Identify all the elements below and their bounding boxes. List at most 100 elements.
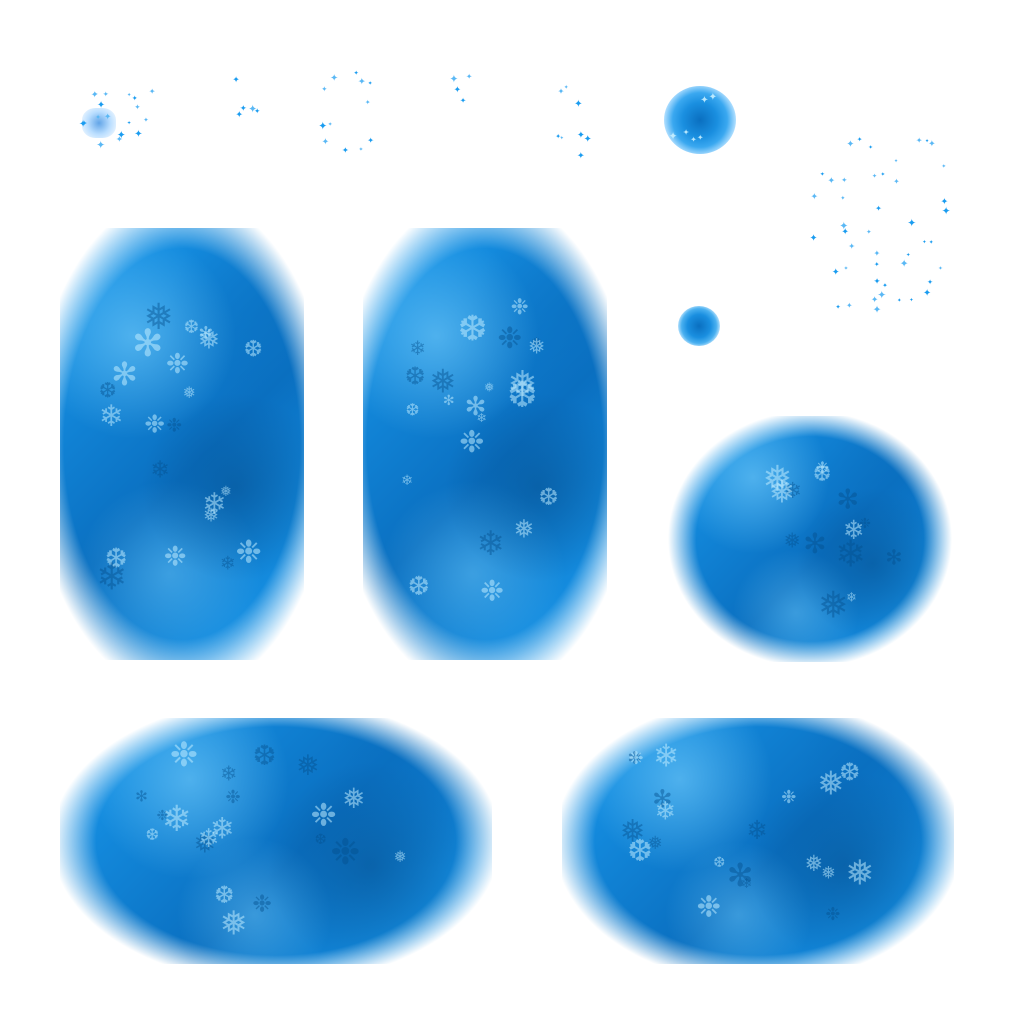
sparkle-icon: ✦ [353, 70, 359, 78]
sparkle-icon: ✦ [367, 136, 374, 146]
frost-texture [363, 228, 607, 660]
sparkle-icon: ✦ [871, 173, 878, 181]
sparkle-icon: ✦ [873, 276, 881, 287]
sparkle-icon: ✦ [907, 216, 917, 230]
sparkle-icon: ✦ [357, 76, 366, 88]
sparkle-icon: ✦ [576, 129, 585, 141]
sparkle-icon: ✦ [839, 219, 849, 233]
sparkle-icon: ✦ [116, 128, 126, 142]
sparkle-icon: ✦ [318, 120, 328, 134]
sparkle-icon: ✦ [899, 257, 909, 270]
small-glow-orb-sprite: ✦✦✦✦✦✦ [660, 84, 740, 156]
sparkle-icon: ✦ [115, 133, 123, 144]
sparkle-icon: ✦ [870, 295, 879, 306]
sparkle-icon: ✦ [126, 120, 132, 127]
sparkle-icon: ✦ [848, 240, 856, 251]
sparkle-icon: ✦ [583, 134, 592, 146]
sparkle-scatter-sprite-4: ✦✦✦✦✦✦✦✦ [550, 68, 600, 168]
sparkle-icon: ✦ [893, 158, 899, 165]
sparkle-icon: ✦ [131, 93, 138, 103]
frost-tile-rect-2: ❅❄❆❅❄❄❆✻❄✻❆❆❉❉❆❅❉❉❅❆❅❅ [363, 228, 607, 660]
sparkle-icon: ✦ [877, 289, 887, 303]
sparkle-icon: ✦ [466, 72, 473, 82]
sparkle-burst-core [82, 108, 116, 138]
sparkle-icon: ✦ [126, 92, 132, 99]
sparkle-icon: ✦ [928, 240, 934, 247]
sparkle-icon: ✦ [232, 75, 240, 86]
sparkle-scatter-glints-2: ✦✦✦✦✦✦✦✦✦✦✦✦ [310, 66, 390, 166]
sparkle-icon: ✦ [559, 135, 564, 142]
sparkle-icon: ✦ [364, 99, 371, 108]
sparkle-scatter-glints-1: ✦✦✦✦✦ [232, 70, 262, 130]
sparkle-icon: ✦ [358, 147, 364, 154]
frost-texture [60, 718, 492, 964]
sparkle-icon: ✦ [926, 277, 934, 287]
sparkle-scatter-sprite-2: ✦✦✦✦✦✦✦✦✦✦✦✦ [310, 66, 390, 166]
sparkle-icon: ✦ [321, 137, 330, 148]
frost-texture [562, 718, 954, 964]
frost-tile-wide-2: ❆❅❄❅❄✻❉❅❅❆❅❉❅❄✻❉✻❆❉❄ [562, 718, 954, 964]
sparkle-icon: ✦ [941, 204, 951, 218]
sparkle-icon: ✦ [576, 151, 585, 162]
sparkle-scatter-glints-3: ✦✦✦✦ [446, 70, 476, 120]
sparkle-icon: ✦ [938, 266, 943, 273]
sparkle-icon: ✦ [831, 266, 840, 278]
sparkle-icon: ✦ [248, 102, 258, 116]
sparkle-icon: ✦ [134, 102, 141, 112]
sparkle-icon: ✦ [868, 144, 873, 151]
sparkle-icon: ✦ [90, 90, 99, 101]
sparkle-icon: ✦ [882, 281, 888, 290]
sparkle-icon: ✦ [827, 176, 836, 187]
sparkle-icon: ✦ [841, 227, 849, 238]
sparkle-icon: ✦ [922, 239, 927, 246]
sparkle-icon: ✦ [840, 194, 846, 202]
sparkle-icon: ✦ [819, 171, 825, 178]
sparkle-icon: ✦ [563, 85, 569, 92]
sparkle-icon: ✦ [453, 85, 462, 96]
frost-tile-circle: ❉❅❄❄❄❅❅❉❄❅✻✻❆✻ [668, 416, 952, 662]
sparkle-icon: ✦ [148, 87, 156, 97]
tiny-glow-orb-sprite [676, 304, 722, 348]
sparkle-icon: ✦ [327, 122, 333, 129]
sparkle-icon: ✦ [143, 115, 149, 124]
sparkle-scatter-sprite-1: ✦✦✦✦✦ [232, 70, 262, 130]
sparkle-icon: ✦ [810, 191, 819, 203]
sparkle-icon: ✦ [235, 108, 244, 120]
sparkle-icon: ✦ [873, 247, 881, 258]
frost-texture [668, 416, 952, 662]
sparkle-icon: ✦ [449, 72, 459, 86]
small-glow-orb [664, 86, 736, 154]
sparkle-icon: ✦ [341, 144, 349, 155]
frost-tile-wide-1: ❄❉❉❅❆❅❆❆❄❉❉❅❅✻❄❉❄❆❉❅ [60, 718, 492, 964]
sparkle-icon: ✦ [906, 251, 911, 258]
sparkle-icon: ✦ [893, 176, 900, 186]
sparkle-cluster-glints: ✦✦✦✦✦✦✦✦✦✦✦✦✦✦✦✦✦✦✦✦✦✦✦✦✦✦✦✦✦✦✦✦✦✦✦✦✦✦✦✦… [800, 120, 960, 330]
sparkle-cluster-sprite: ✦✦✦✦✦✦✦✦✦✦✦✦✦✦✦✦✦✦✦✦✦✦✦✦✦✦✦✦✦✦✦✦✦✦✦✦✦✦✦✦… [800, 120, 960, 330]
sparkle-icon: ✦ [846, 139, 855, 151]
sparkle-icon: ✦ [846, 301, 853, 311]
sparkle-icon: ✦ [941, 164, 947, 171]
sparkle-icon: ✦ [93, 91, 98, 98]
sparkle-icon: ✦ [896, 298, 902, 305]
sparkle-burst-sprite: ✦✦✦✦✦✦✦✦✦✦✦✦✦✦✦✦✦✦ [70, 78, 160, 158]
sparkle-icon: ✦ [555, 133, 561, 142]
sparkle-icon: ✦ [809, 232, 818, 244]
sparkle-icon: ✦ [922, 287, 932, 299]
sparkle-icon: ✦ [843, 266, 849, 273]
sparkle-icon: ✦ [134, 128, 143, 140]
sparkle-icon: ✦ [574, 98, 583, 110]
sparkle-icon: ✦ [915, 136, 923, 146]
sparkle-icon: ✦ [321, 84, 328, 94]
sparkle-scatter-sprite-3: ✦✦✦✦ [446, 70, 476, 120]
sparkle-icon: ✦ [459, 96, 467, 106]
sparkle-icon: ✦ [557, 86, 565, 96]
sparkle-scatter-glints-4: ✦✦✦✦✦✦✦✦ [550, 68, 600, 168]
sparkle-icon: ✦ [924, 138, 930, 145]
sparkle-icon: ✦ [873, 260, 880, 269]
sparkle-icon: ✦ [880, 172, 886, 179]
frost-texture [60, 228, 304, 660]
sparkle-icon: ✦ [856, 135, 863, 144]
sparkle-icon: ✦ [835, 302, 841, 311]
sparkle-icon: ✦ [875, 204, 882, 214]
